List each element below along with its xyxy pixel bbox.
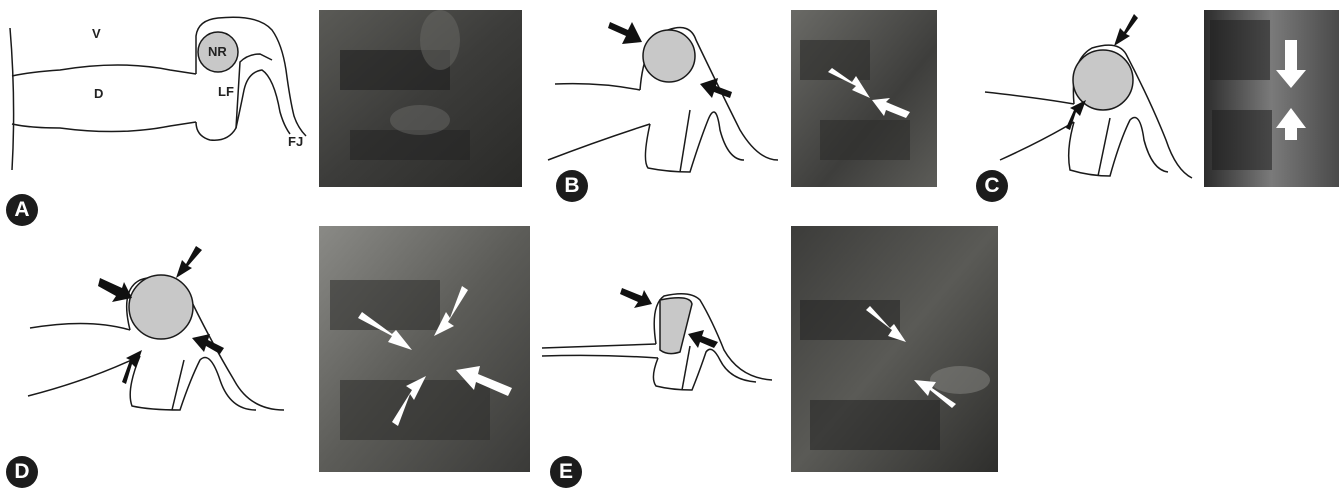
panel-label-e: E (550, 456, 582, 488)
panel-e-mri (791, 226, 998, 472)
panel-a-diagram (10, 17, 306, 170)
panel-label-c: C (976, 170, 1008, 202)
panel-label-d: D (6, 456, 38, 488)
panel-d-diagram (28, 275, 284, 410)
panel-c-diagram (985, 45, 1192, 178)
panel-b-mri (791, 10, 937, 187)
panel-e-diagram (542, 294, 772, 390)
panel-label-a: A (6, 194, 38, 226)
panel-a-mri (319, 10, 522, 187)
label-ligamentum-flavum: LF (218, 84, 234, 99)
label-vertebra: V (92, 26, 101, 41)
panel-c-mri (1204, 10, 1339, 187)
panel-b-diagram (548, 28, 778, 172)
panel-d-mri (319, 226, 530, 472)
label-facet-joint: FJ (288, 134, 303, 149)
panel-label-b: B (556, 170, 588, 202)
label-disc: D (94, 86, 103, 101)
label-nerve-root: NR (208, 44, 227, 59)
